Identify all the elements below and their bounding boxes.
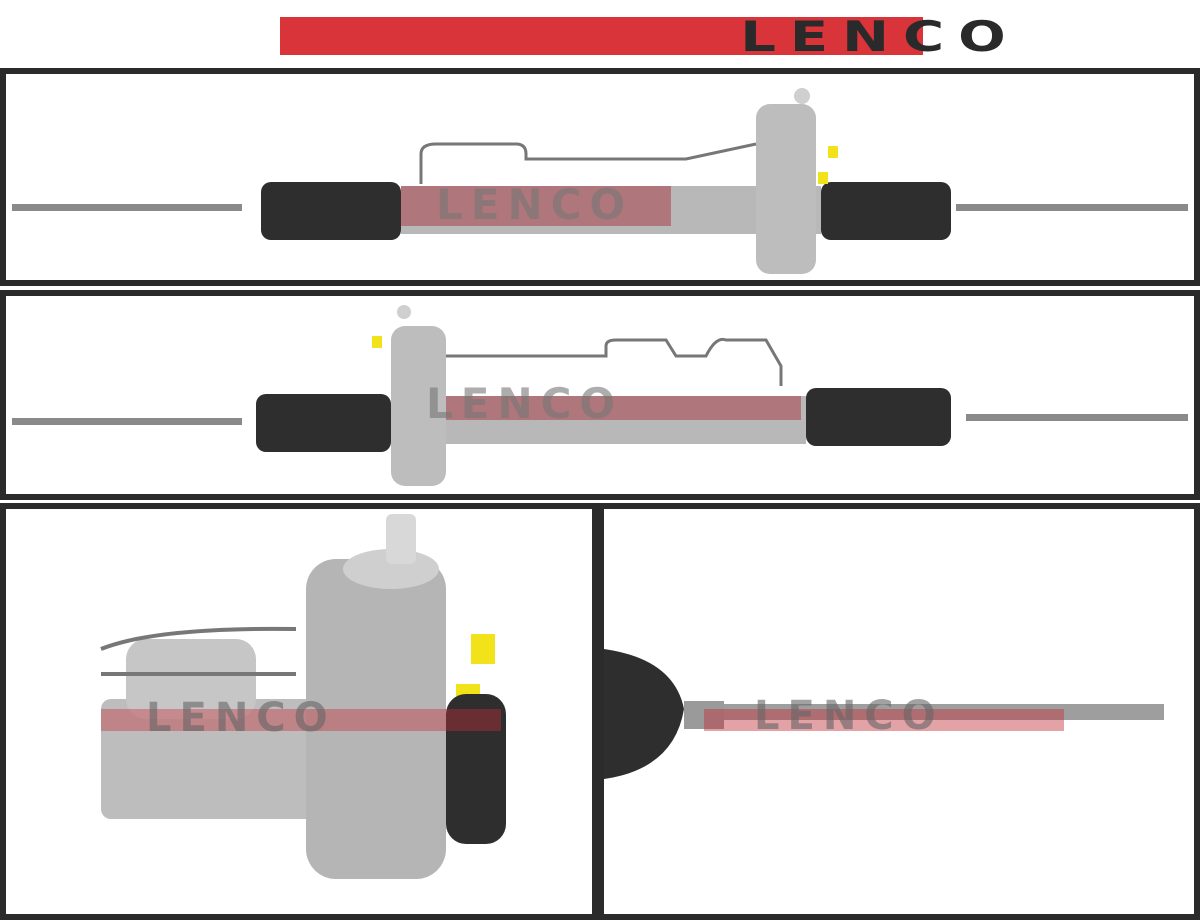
- tie-rod-image: LENCO: [604, 649, 1164, 779]
- watermark: LENCO: [436, 180, 633, 229]
- brand-logo: LENCO: [280, 15, 1006, 60]
- steering-rack-image: LENCO: [12, 88, 1188, 274]
- product-photo-tie-rod-closeup: LENCO: [598, 503, 1200, 920]
- left-boot: [261, 182, 401, 240]
- right-boot: [821, 182, 951, 240]
- product-photo-valve-closeup: LENCO: [0, 503, 598, 920]
- watermark: LENCO: [146, 695, 336, 741]
- product-photo-rear: LENCO: [0, 290, 1200, 500]
- steering-rack-image: LENCO: [12, 305, 1188, 486]
- product-photo-front: LENCO: [0, 68, 1200, 286]
- watermark: LENCO: [754, 693, 944, 739]
- brand-logo-text: LENCO: [740, 12, 1020, 62]
- watermark: LENCO: [426, 379, 623, 428]
- valve-housing-image: LENCO: [100, 514, 506, 879]
